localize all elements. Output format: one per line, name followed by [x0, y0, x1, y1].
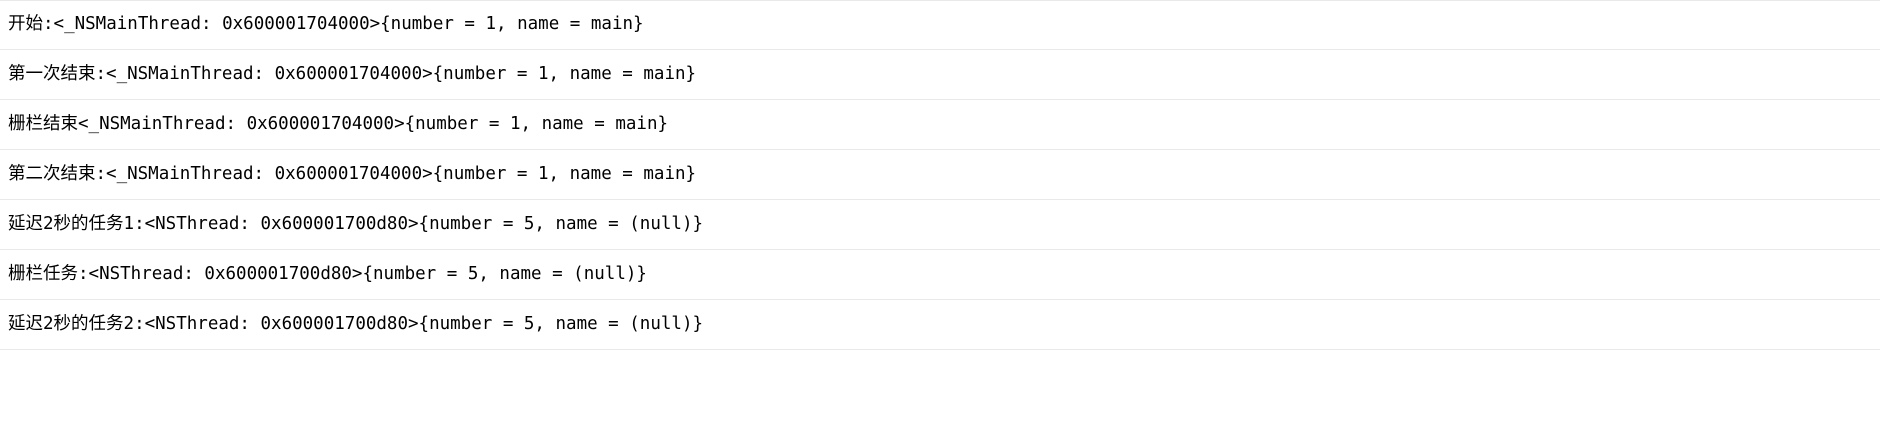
log-row[interactable]: 延迟2秒的任务2:<NSThread: 0x600001700d80>{numb… — [0, 300, 1880, 350]
log-row-text: 第一次结束:<_NSMainThread: 0x600001704000>{nu… — [8, 63, 697, 84]
log-row[interactable]: 第二次结束:<_NSMainThread: 0x600001704000>{nu… — [0, 150, 1880, 200]
log-row-text: 延迟2秒的任务1:<NSThread: 0x600001700d80>{numb… — [8, 213, 704, 234]
log-row[interactable]: 栅栏任务:<NSThread: 0x600001700d80>{number =… — [0, 250, 1880, 300]
log-row-text: 第二次结束:<_NSMainThread: 0x600001704000>{nu… — [8, 163, 697, 184]
log-row[interactable]: 延迟2秒的任务1:<NSThread: 0x600001700d80>{numb… — [0, 200, 1880, 250]
log-row[interactable]: 开始:<_NSMainThread: 0x600001704000>{numbe… — [0, 0, 1880, 50]
log-row[interactable]: 第一次结束:<_NSMainThread: 0x600001704000>{nu… — [0, 50, 1880, 100]
log-row-text: 延迟2秒的任务2:<NSThread: 0x600001700d80>{numb… — [8, 313, 704, 334]
log-row-text: 栅栏任务:<NSThread: 0x600001700d80>{number =… — [8, 263, 647, 284]
log-row-text: 栅栏结束<_NSMainThread: 0x600001704000>{numb… — [8, 113, 669, 134]
log-row-text: 开始:<_NSMainThread: 0x600001704000>{numbe… — [8, 14, 644, 35]
log-row[interactable]: 栅栏结束<_NSMainThread: 0x600001704000>{numb… — [0, 100, 1880, 150]
